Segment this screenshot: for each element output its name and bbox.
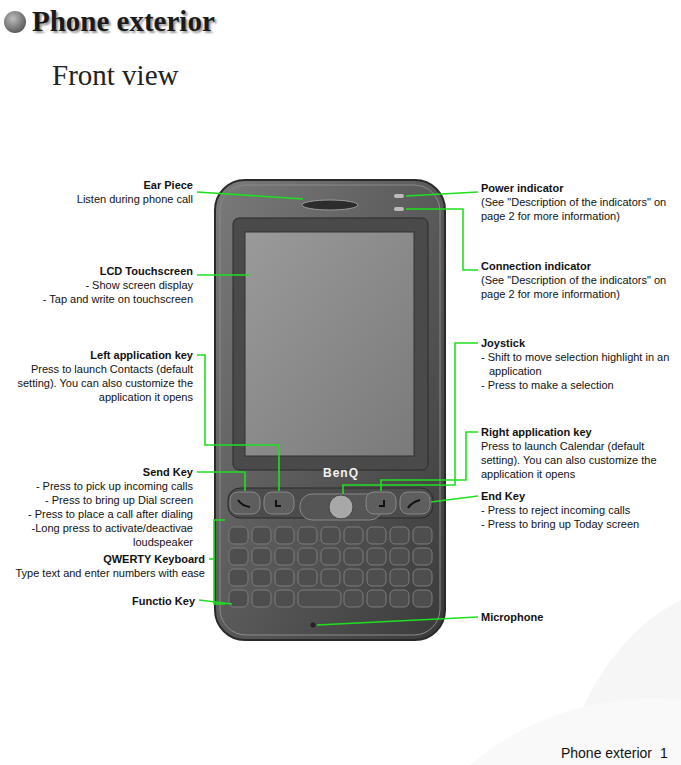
keyboard-key: [275, 590, 294, 607]
keyboard-key: [321, 548, 340, 565]
leader-line: [197, 355, 279, 491]
callout-text: - Tap and write on touchscreen: [3, 292, 193, 306]
keyboard-key: [367, 569, 386, 586]
send-key: [230, 492, 260, 514]
keyboard-key: [252, 527, 271, 544]
right-app-key: [366, 492, 396, 514]
leader-lines: [197, 192, 478, 625]
leader-line: [431, 496, 478, 502]
callout-text: (See "Description of the indicators" on …: [481, 273, 673, 301]
keyboard-key: [367, 527, 386, 544]
chapter-icon: [4, 11, 26, 33]
callout-heading: QWERTY Keyboard: [15, 552, 205, 566]
ear-piece: [302, 200, 358, 210]
callout-text: - Press to reject incoming calls: [481, 503, 673, 517]
callout-heading: Functio Key: [5, 594, 195, 608]
end-key: [400, 492, 430, 514]
keyboard-key: [390, 569, 409, 586]
keyboard-key: [229, 569, 248, 586]
callout-text: Listen during phone call: [3, 192, 193, 206]
microphone-hole: [311, 623, 316, 628]
qwerty-keys: [229, 527, 432, 607]
keyboard-key: [252, 548, 271, 565]
keyboard-key: [413, 569, 432, 586]
keyboard-key: [298, 590, 341, 607]
keyboard-key: [275, 527, 294, 544]
keyboard-key: [229, 548, 248, 565]
leader-line: [343, 343, 478, 494]
leader-line: [406, 209, 478, 270]
joystick: [329, 495, 353, 519]
keyboard-key: [413, 548, 432, 565]
keyboard-key: [229, 527, 248, 544]
keyboard-key: [367, 548, 386, 565]
connection-led: [394, 207, 404, 211]
callout-text: - Show screen display: [3, 278, 193, 292]
keyboard-key: [252, 590, 271, 607]
callout-heading: Joystick: [481, 336, 673, 350]
page-footer: 1: [660, 744, 676, 762]
keyboard-key: [344, 590, 363, 607]
keyboard-key: [275, 548, 294, 565]
keyboard-key: [344, 569, 363, 586]
keyboard-key: [321, 527, 340, 544]
background-swirl: [470, 699, 681, 765]
keyboard-key: [344, 548, 363, 565]
leader-line: [214, 520, 225, 604]
callout-text: -Long press to activate/deactivae loudsp…: [3, 521, 193, 549]
keyboard-key: [298, 527, 317, 544]
leader-line: [199, 600, 232, 604]
leader-line: [197, 192, 303, 199]
callout-heading: Microphone: [481, 610, 673, 624]
keyboard-key: [298, 548, 317, 565]
callout-text: - Press to place a call after dialing: [3, 507, 193, 521]
callout-text: Press to launch Contacts (default settin…: [3, 362, 193, 404]
callout-heading: Right application key: [481, 425, 673, 439]
leader-line: [197, 274, 250, 276]
brand-logo: BenQ: [311, 466, 371, 480]
callout-text: Press to launch Calendar (default settin…: [481, 439, 673, 481]
keyboard-key: [344, 527, 363, 544]
keyboard-key: [321, 569, 340, 586]
keyboard-key: [367, 590, 386, 607]
callout-text: - Press to bring up Today screen: [481, 517, 673, 531]
keyboard-key: [390, 527, 409, 544]
callout-text: (See "Description of the indicators" on …: [481, 195, 673, 223]
callout-heading: Left application key: [3, 348, 193, 362]
callout-text: Type text and enter numbers with ease: [15, 566, 205, 580]
callout-heading: End Key: [481, 489, 673, 503]
keyboard-key: [390, 590, 409, 607]
callout-heading: Ear Piece: [3, 178, 193, 192]
keyboard-key: [390, 548, 409, 565]
callout-text: - Shift to move selection highlight in a…: [481, 350, 681, 378]
callout-heading: LCD Touchscreen: [3, 264, 193, 278]
keyboard-key: [298, 569, 317, 586]
page-footer: Phone exterior: [492, 744, 652, 762]
key-row: [228, 488, 433, 518]
callout-text: - Press to pick up incoming calls: [3, 479, 193, 493]
lcd-screen: [245, 232, 414, 456]
keyboard-key: [275, 569, 294, 586]
left-app-key: [264, 492, 294, 514]
keyboard-key: [413, 590, 432, 607]
leader-line: [317, 617, 478, 625]
phone-edge: [220, 185, 440, 635]
callout-text: - Press to make a selection: [481, 378, 673, 392]
keyboard-key: [413, 527, 432, 544]
section-heading: Front view: [52, 58, 272, 92]
page-title: Phone exterior: [32, 4, 215, 38]
callout-heading: Power indicator: [481, 181, 673, 195]
callout-heading: Send Key: [3, 465, 193, 479]
leader-line: [197, 472, 245, 491]
callout-heading: Connection indicator: [481, 259, 673, 273]
screen-bezel: [233, 218, 428, 470]
leader-line: [406, 192, 478, 196]
keyboard-key: [252, 569, 271, 586]
leader-line: [381, 432, 478, 491]
power-led: [394, 194, 404, 198]
callout-text: - Press to bring up Dial screen: [3, 493, 193, 507]
phone-body: [215, 180, 445, 640]
